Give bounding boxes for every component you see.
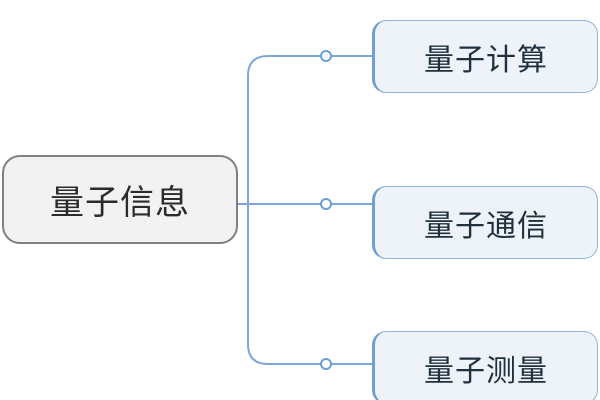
mindmap-child-node-quantum-measurement[interactable]: 量子测量 — [372, 331, 598, 400]
mindmap-child-node-quantum-computing[interactable]: 量子计算 — [372, 20, 598, 93]
branch-marker-2 — [320, 198, 332, 210]
branch-connector-3 — [247, 204, 372, 365]
branch-marker-1 — [320, 50, 332, 62]
branch-marker-3 — [320, 358, 332, 370]
mindmap-root-node[interactable]: 量子信息 — [2, 155, 238, 244]
mindmap-child-node-quantum-communication[interactable]: 量子通信 — [372, 186, 598, 259]
branch-connector-1 — [247, 55, 372, 204]
